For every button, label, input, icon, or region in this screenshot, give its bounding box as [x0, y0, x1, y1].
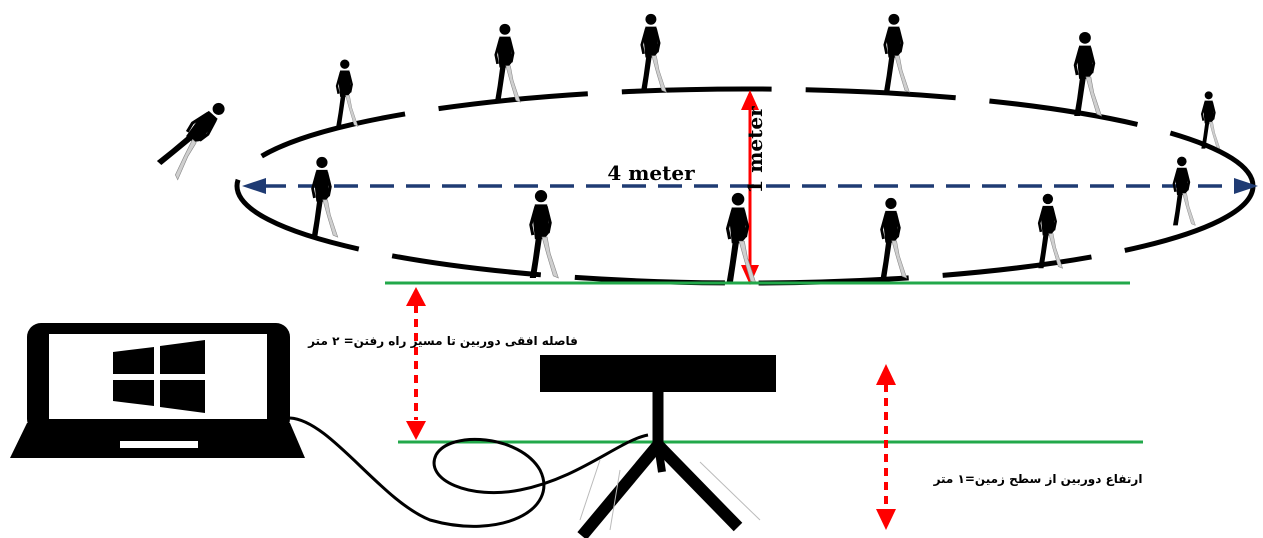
height-label: 1 meter [743, 106, 767, 194]
walker-figure [1171, 155, 1197, 227]
walker-figure [882, 12, 911, 94]
walker-figure [312, 157, 338, 237]
camera-height-arrow [876, 364, 896, 530]
walker-figure [639, 12, 669, 94]
horizontal-distance-label: فاصله افقی دوربین تا مسیر راه رفتن= ۲ مت… [307, 334, 578, 349]
distance-arrow [406, 287, 426, 440]
walker-figure [1199, 90, 1222, 150]
depth-camera-icon [540, 355, 776, 392]
windows-logo-icon [113, 340, 205, 413]
walker-figure [530, 190, 559, 278]
width-label: 4 meter [607, 161, 695, 185]
tripod-icon [577, 392, 761, 538]
walker-figures [155, 12, 1222, 285]
walker-figure [1038, 194, 1062, 269]
walker-figure [1074, 32, 1101, 116]
walker-figure [495, 24, 521, 102]
walker-figure [334, 58, 360, 128]
camera-height-label: ارتفاع دوربین از سطح زمین=۱ متر [933, 472, 1143, 487]
walker-figure [155, 95, 237, 182]
laptop-icon [10, 323, 305, 458]
walker-figure [879, 196, 909, 280]
usb-cable [289, 416, 649, 528]
